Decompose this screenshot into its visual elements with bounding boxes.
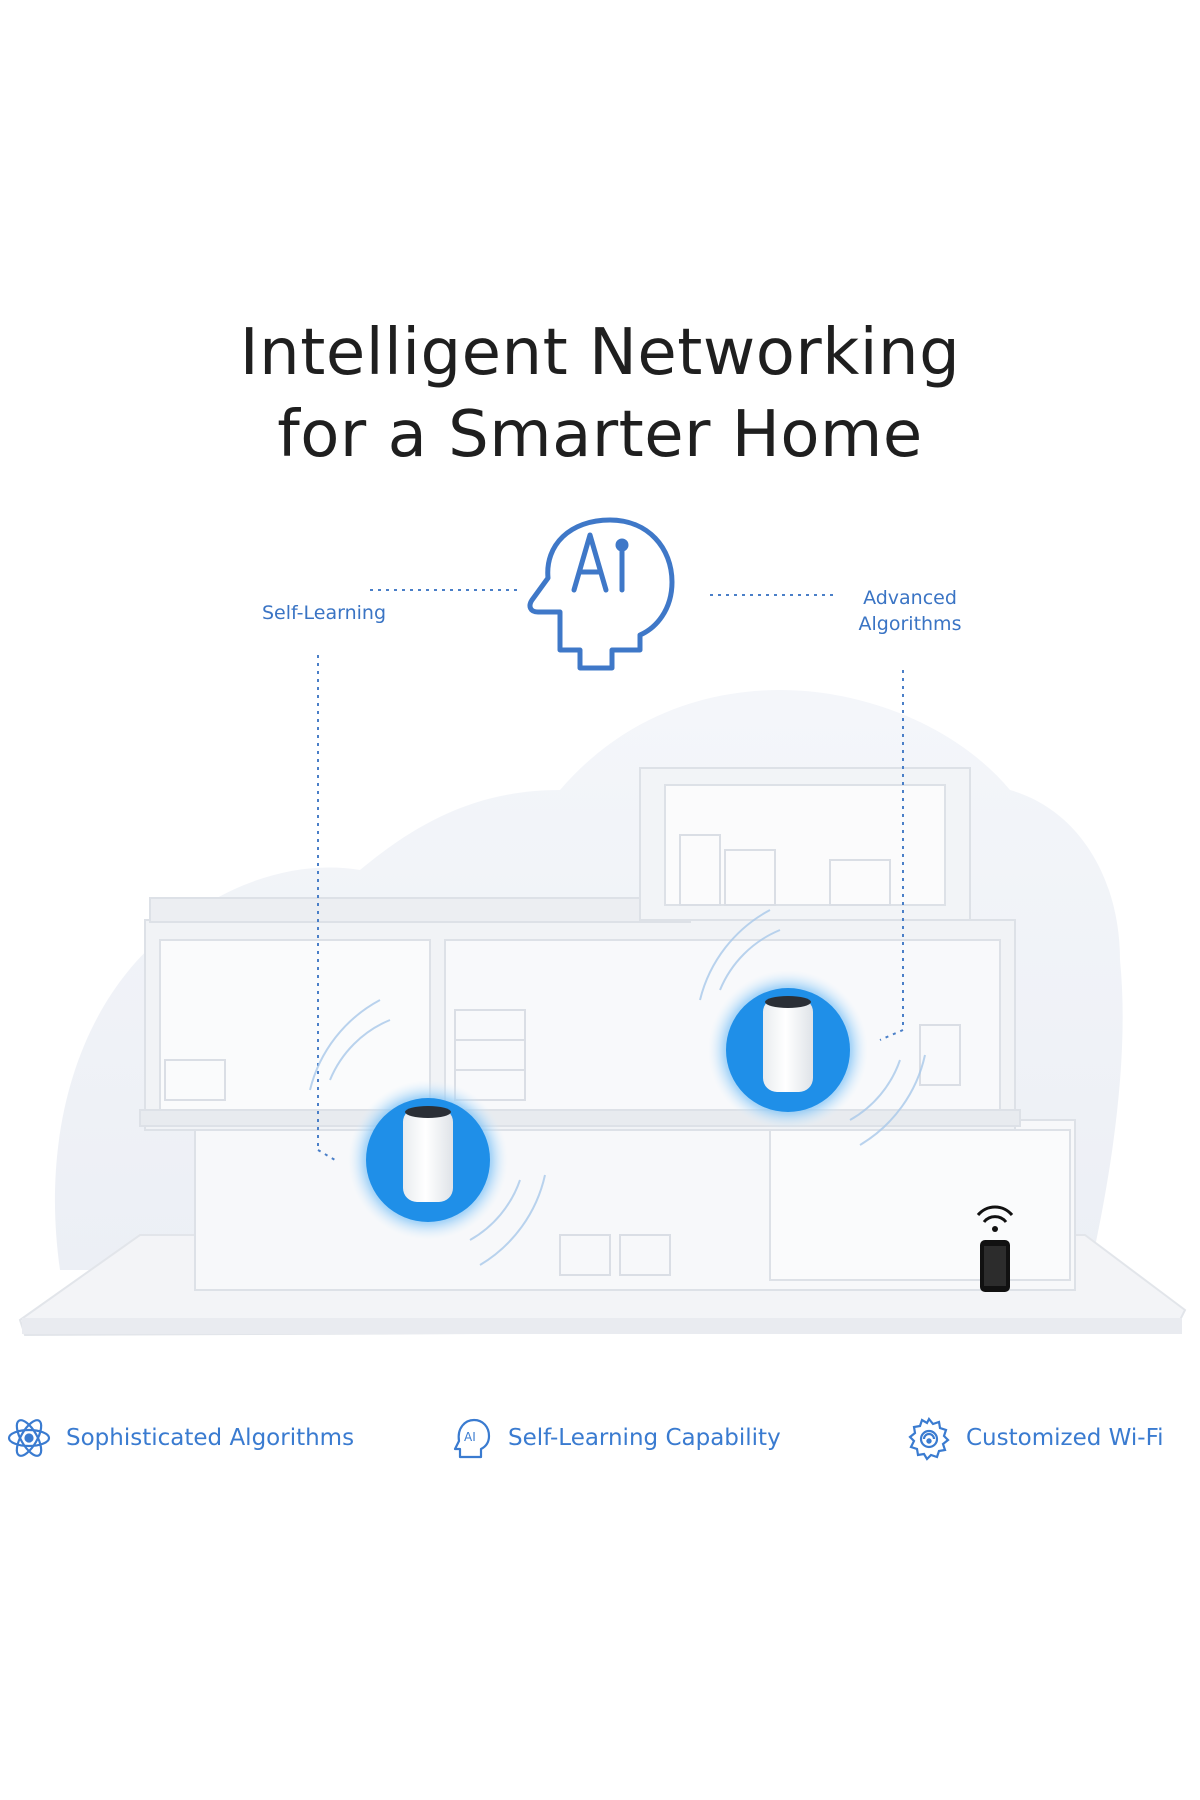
page-title: Intelligent Networking for a Smarter Hom… [0, 312, 1200, 476]
feature-label: Sophisticated Algorithms [66, 1425, 355, 1451]
feature-sophisticated-algorithms: Sophisticated Algorithms [6, 1408, 354, 1468]
smartphone-wifi-icon [976, 1205, 1014, 1292]
house-structure [139, 767, 1076, 1291]
feature-customized-wifi: Customized Wi-Fi [906, 1408, 1164, 1468]
callout-right-line-1: Advanced [863, 587, 957, 609]
ai-head-icon: AI [453, 1418, 491, 1459]
router-pod-right [708, 970, 868, 1130]
gear-cog-icon [908, 1416, 950, 1461]
callout-advanced-algorithms: Advanced Algorithms [840, 585, 980, 637]
furniture [164, 834, 961, 1276]
svg-text:AI: AI [464, 1430, 476, 1444]
feature-self-learning-capability: AI Self-Learning Capability [448, 1408, 781, 1468]
feature-row: Sophisticated Algorithms AI Self-Learnin… [0, 1408, 1200, 1468]
router-pod-left [348, 1080, 508, 1240]
title-line-2: for a Smarter Home [277, 398, 923, 472]
connector-lines [317, 589, 904, 1161]
feature-label: Self-Learning Capability [508, 1425, 781, 1451]
callout-self-learning: Self-Learning [262, 602, 387, 624]
feature-label: Customized Wi-Fi [966, 1425, 1164, 1451]
signal-waves-left [309, 999, 546, 1266]
atom-icon [7, 1419, 51, 1457]
callout-right-line-2: Algorithms [858, 613, 962, 635]
signal-waves-right [699, 909, 926, 1146]
title-line-1: Intelligent Networking [239, 316, 961, 390]
ai-head-icon [527, 517, 675, 671]
